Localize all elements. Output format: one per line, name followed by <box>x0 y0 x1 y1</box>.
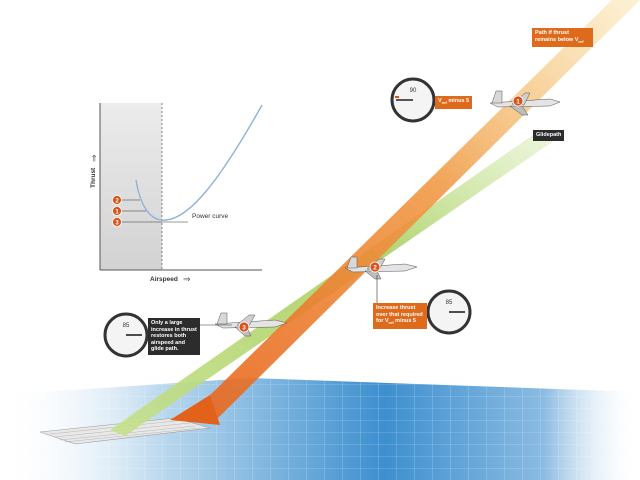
graph-marker-1 <box>112 206 122 216</box>
power-curve-graph: 2 1 3 Power curve Airspeed ⇒ Thrust ⇒ <box>89 103 263 284</box>
graph-marker-label: 3 <box>115 221 119 227</box>
graph-marker-3 <box>112 217 122 227</box>
curve-label: Power curve <box>192 213 229 220</box>
airspeed-gauge-1: 90 <box>390 77 436 123</box>
vref-minus-callout: Vref minus 5 <box>435 96 473 109</box>
gauge-value: 85 <box>446 300 453 306</box>
glidepath-tag-text: Glidepath <box>536 132 562 138</box>
gauge-value: 90 <box>410 88 417 94</box>
graph-marker-2 <box>112 195 122 205</box>
y-axis-arrow-icon: ⇒ <box>89 154 99 162</box>
aircraft-marker-label: 1 <box>516 98 520 105</box>
path-callout-text: Path if thrust remains below V <box>535 30 579 43</box>
gauge-value: 85 <box>123 323 130 329</box>
graph-marker-label: 2 <box>115 199 119 205</box>
vref-prefix: V <box>438 98 442 104</box>
increase-suffix: minus 5 <box>393 318 416 324</box>
aircraft-marker-label: 3 <box>242 324 246 331</box>
vref-suffix: minus 5 <box>446 98 470 104</box>
airspeed-gauge-2: 85 <box>426 289 472 335</box>
glidepath-tag: Glidepath <box>533 130 565 141</box>
airspeed-gauge-3: 85 <box>103 312 149 358</box>
increase-thrust-callout: Increase thrust over that required for V… <box>373 303 427 329</box>
graph-marker-label: 1 <box>115 210 119 216</box>
path-callout-sub: ref <box>578 38 584 44</box>
aircraft-marker-label: 2 <box>373 264 377 271</box>
x-axis-label: Airspeed <box>150 276 178 283</box>
vref-sub: ref <box>441 100 447 106</box>
thrust-path-ribbon <box>170 0 640 425</box>
aircraft-2: 2 <box>344 256 418 280</box>
path-callout: Path if thrust remains below Vref <box>532 28 593 48</box>
large-increase-text: Only a large increase in thrust restores… <box>151 320 197 352</box>
increase-sub: ref <box>388 320 394 326</box>
aircraft-1: 1 <box>489 90 561 116</box>
large-increase-callout: Only a large increase in thrust restores… <box>148 318 200 355</box>
power-curve <box>135 104 263 221</box>
aircraft-3: 3 <box>214 312 288 337</box>
increase-text: Increase thrust over that required for V <box>376 305 423 324</box>
x-axis-arrow-icon: ⇒ <box>183 274 191 284</box>
y-axis-label: Thrust <box>90 167 97 188</box>
